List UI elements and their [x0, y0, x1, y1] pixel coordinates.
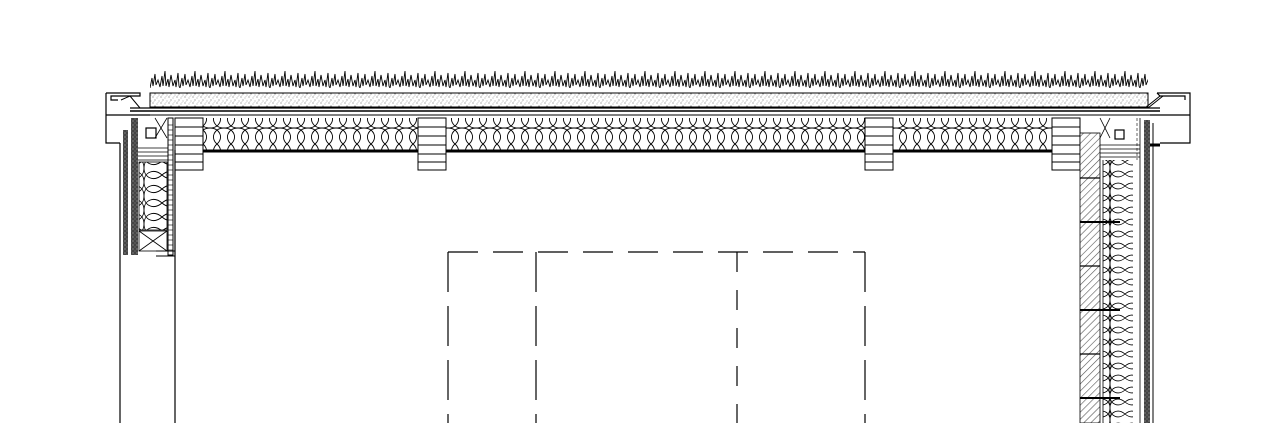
joist-4	[1051, 117, 1081, 171]
roof-insulation	[175, 118, 1080, 153]
vegetation-layer	[150, 70, 1148, 93]
right-wall	[1079, 118, 1154, 423]
right-edge-fascia	[1099, 92, 1191, 147]
joist-2	[417, 117, 447, 171]
roof-joists	[174, 117, 1081, 171]
dashed-opening-outline	[447, 251, 866, 423]
joist-3	[864, 117, 894, 171]
left-wall	[119, 117, 176, 423]
membrane-layers	[120, 107, 1170, 116]
left-edge-fascia	[105, 92, 168, 144]
joist-1	[174, 117, 204, 171]
substrate-layer	[149, 92, 1149, 108]
